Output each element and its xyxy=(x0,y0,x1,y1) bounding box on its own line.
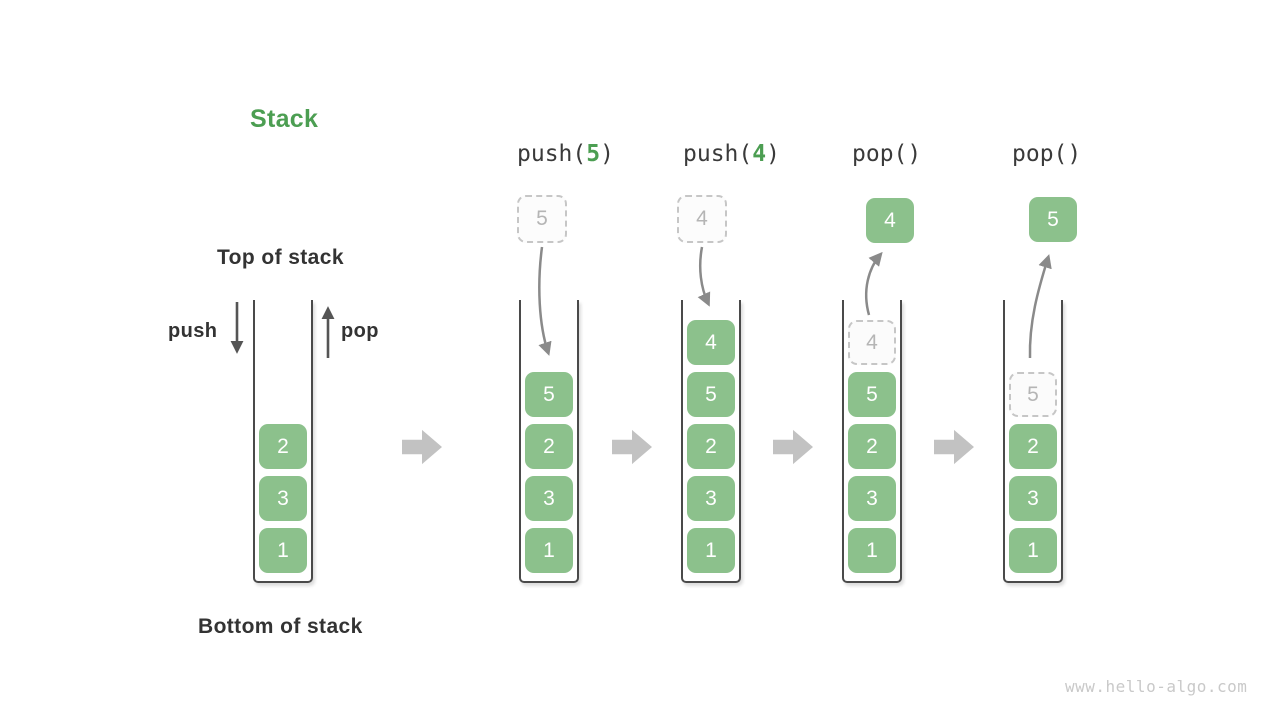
stack-cell-ghost: 4 xyxy=(848,320,896,365)
operation-label-pop2: pop() xyxy=(1012,141,1082,167)
stack-cell: 2 xyxy=(259,424,307,469)
stack-cell: 2 xyxy=(1009,424,1057,469)
stack-cell: 1 xyxy=(687,528,735,573)
stack-cell: 3 xyxy=(525,476,573,521)
step-arrow-icon xyxy=(934,429,974,465)
popped-value-box: 5 xyxy=(1029,197,1077,242)
op-prefix: push( xyxy=(517,141,587,167)
op-argument: 5 xyxy=(586,141,601,167)
stack-cell: 2 xyxy=(525,424,573,469)
stack-cell: 3 xyxy=(687,476,735,521)
stack-cell: 2 xyxy=(848,424,896,469)
diagram-title: Stack xyxy=(250,105,319,133)
stack-cell: 5 xyxy=(848,372,896,417)
stack-cell: 4 xyxy=(687,320,735,365)
step-arrow-icon xyxy=(402,429,442,465)
op-suffix: ) xyxy=(766,141,780,167)
watermark: www.hello-algo.com xyxy=(1065,677,1248,696)
popped-value-box: 4 xyxy=(866,198,914,243)
operation-label-push5: push(5) xyxy=(517,141,614,167)
top-of-stack-label: Top of stack xyxy=(217,246,344,269)
push-direction-label: push xyxy=(168,320,218,342)
incoming-value-box: 5 xyxy=(517,195,567,243)
stack-cell: 5 xyxy=(525,372,573,417)
pop-direction-label: pop xyxy=(341,320,379,342)
stack-cell: 5 xyxy=(687,372,735,417)
stack-cell: 2 xyxy=(687,424,735,469)
stack-cell: 1 xyxy=(259,528,307,573)
stack-cell: 1 xyxy=(1009,528,1057,573)
stack-cell: 3 xyxy=(848,476,896,521)
step-arrow-icon xyxy=(773,429,813,465)
stack-cell: 3 xyxy=(259,476,307,521)
stack-cell-ghost: 5 xyxy=(1009,372,1057,417)
op-suffix: ) xyxy=(600,141,614,167)
stack-cell: 1 xyxy=(848,528,896,573)
op-argument: 4 xyxy=(752,141,767,167)
op-prefix: push( xyxy=(683,141,753,167)
stack-cell: 1 xyxy=(525,528,573,573)
operation-label-pop1: pop() xyxy=(852,141,922,167)
push-flow-arrow-icon xyxy=(697,246,711,307)
bottom-of-stack-label: Bottom of stack xyxy=(198,615,363,638)
operation-label-push4: push(4) xyxy=(683,141,780,167)
stack-cell: 3 xyxy=(1009,476,1057,521)
step-arrow-icon xyxy=(612,429,652,465)
incoming-value-box: 4 xyxy=(677,195,727,243)
